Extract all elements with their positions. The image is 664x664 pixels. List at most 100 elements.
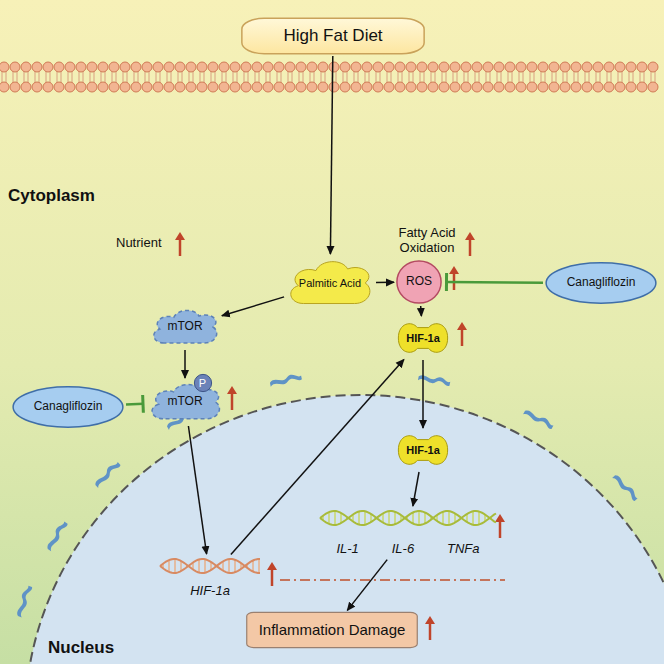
lipid-head: [417, 82, 427, 92]
increase-arrow: [461, 328, 464, 346]
text-holder: ROS: [396, 260, 442, 304]
lipid-tail: [336, 71, 337, 83]
lipid-head: [637, 62, 647, 72]
lipid-head: [252, 82, 262, 92]
er-fragment: [269, 373, 302, 387]
lipid-head: [263, 82, 273, 92]
lipid-tail: [171, 71, 172, 83]
lipid-head: [362, 82, 372, 92]
arrow-connector: [422, 360, 424, 428]
cytokine-genes: IL-1IL-6TNFa: [320, 508, 496, 558]
increase-arrow-head: [457, 322, 467, 330]
lipid-tail: [116, 71, 117, 83]
increase-arrow: [469, 238, 472, 256]
lipid-tail: [310, 71, 311, 83]
lipid-tail: [6, 71, 7, 83]
fatty-acid-cloud: Palmitic Acid: [286, 256, 374, 310]
lipid-head: [54, 62, 64, 72]
lipid-head: [648, 62, 658, 72]
region-label: Nucleus: [48, 638, 114, 658]
lipid-head: [109, 82, 119, 92]
lipid-head: [571, 62, 581, 72]
lipid-head: [549, 62, 559, 72]
outcome-box: Inflammation Damage: [245, 612, 419, 648]
lipid-tail: [39, 71, 40, 83]
lipid-tail: [358, 71, 359, 83]
diet-box: High Fat Diet: [240, 18, 426, 54]
drug-ellipse: Canagliflozin: [545, 262, 657, 304]
arrow-connector: [347, 560, 387, 611]
lipid-head: [21, 82, 31, 92]
lipid-tail: [182, 71, 183, 83]
lipid-head: [175, 62, 185, 72]
lipid-head: [582, 82, 592, 92]
increase-arrow: [499, 520, 502, 538]
lipid-tail: [94, 71, 95, 83]
arrow-connector: [413, 472, 419, 506]
lipid-head: [307, 62, 317, 72]
lipid-tail: [534, 71, 535, 83]
lipid-head: [340, 82, 350, 92]
lipid-tail: [17, 71, 18, 83]
arrow-connector: [231, 360, 404, 555]
increase-arrow: [179, 238, 182, 256]
lipid-head: [351, 82, 361, 92]
lipid-head: [43, 62, 53, 72]
lipid-tail: [567, 71, 568, 83]
lipid-head: [65, 62, 75, 72]
node-text: mTOR: [167, 320, 202, 334]
lipid-tail: [149, 71, 150, 83]
lipid-tail: [354, 71, 355, 83]
lipid-head: [0, 82, 9, 92]
lipid-head: [395, 62, 405, 72]
lipid-tail: [138, 71, 139, 83]
lipid-head: [604, 82, 614, 92]
lipid-head: [505, 82, 515, 92]
lipid-tail: [651, 71, 652, 83]
lipid-head: [483, 82, 493, 92]
lipid-head: [274, 62, 284, 72]
lipid-tail: [611, 71, 612, 83]
lipid-head: [483, 62, 493, 72]
lipid-tail: [552, 71, 553, 83]
lipid-tail: [369, 71, 370, 83]
node-text: TNFa: [447, 542, 480, 557]
lipid-tail: [79, 71, 80, 83]
lipid-tail: [222, 71, 223, 83]
lipid-head: [153, 82, 163, 92]
text-holder: Canagliflozin: [12, 386, 124, 428]
lipid-tail: [618, 71, 619, 83]
lipid-head: [494, 62, 504, 72]
lipid-tail: [589, 71, 590, 83]
lipid-head: [516, 82, 526, 92]
lipid-tail: [83, 71, 84, 83]
arrow-connector: [188, 426, 206, 554]
lipid-tail: [200, 71, 201, 83]
text-holder: mTOR: [150, 306, 220, 348]
lipid-head: [98, 62, 108, 72]
lipid-tail: [629, 71, 630, 83]
inhibition-connector: [126, 403, 144, 406]
lipid-tail: [72, 71, 73, 83]
lipid-tail: [640, 71, 641, 83]
lipid-head: [208, 62, 218, 72]
lipid-tail: [211, 71, 212, 83]
lipid-tail: [523, 71, 524, 83]
hif-protein: HIF-1a: [395, 318, 451, 358]
lipid-head: [230, 82, 240, 92]
lipid-tail: [556, 71, 557, 83]
node-text: Canagliflozin: [567, 276, 636, 290]
lipid-head: [76, 82, 86, 92]
lipid-head: [615, 82, 625, 92]
lipid-head: [230, 62, 240, 72]
lipid-tail: [90, 71, 91, 83]
er-fragment: [612, 473, 639, 502]
mtor-protein: mTOR: [150, 306, 220, 348]
text-holder: P: [194, 374, 212, 392]
text-holder: Palmitic Acid: [286, 256, 374, 310]
hif-protein: HIF-1a: [395, 430, 451, 470]
lipid-tail: [325, 71, 326, 83]
lipid-head: [538, 82, 548, 92]
lipid-head: [296, 62, 306, 72]
